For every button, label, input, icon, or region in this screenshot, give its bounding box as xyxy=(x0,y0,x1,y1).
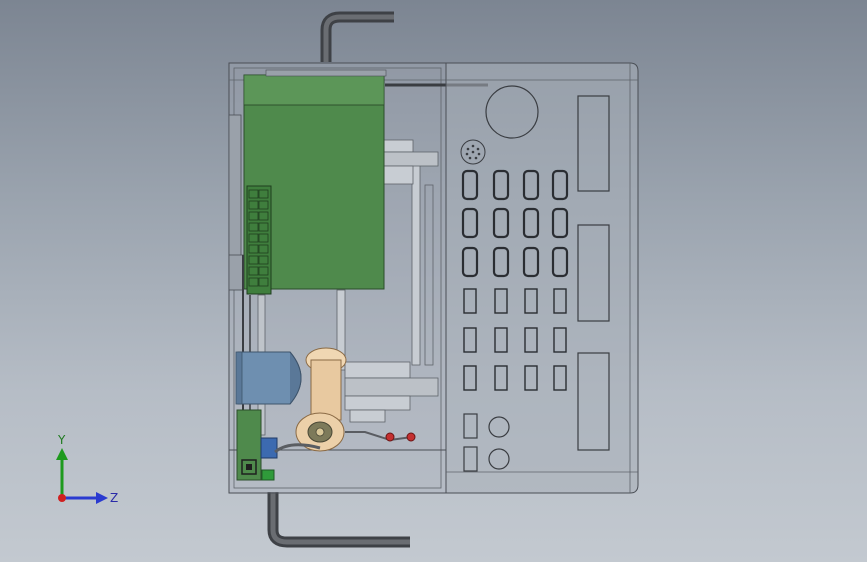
keypad-button-10[interactable] xyxy=(522,246,540,278)
keypad-button-3[interactable] xyxy=(551,169,569,201)
keypad-button-21[interactable] xyxy=(494,365,508,391)
keypad-button-2[interactable] xyxy=(522,169,540,201)
keypad-button-20[interactable] xyxy=(463,365,477,391)
control-panel[interactable] xyxy=(445,62,639,494)
keypad[interactable] xyxy=(461,169,569,391)
side-bracket xyxy=(228,114,244,291)
top-pipe[interactable] xyxy=(320,11,394,62)
keypad-button-19[interactable] xyxy=(553,327,567,353)
speaker-grill-icon xyxy=(460,139,486,165)
z-axis-label: Z xyxy=(110,491,118,505)
keypad-button-8[interactable] xyxy=(461,246,479,278)
keypad-button-13[interactable] xyxy=(494,288,508,314)
keypad-button-5[interactable] xyxy=(492,207,510,239)
coordinate-triad: Y Z xyxy=(56,433,118,505)
keypad-button-23[interactable] xyxy=(553,365,567,391)
keypad-button-15[interactable] xyxy=(553,288,567,314)
spool-roller[interactable] xyxy=(295,347,347,452)
keypad-button-22[interactable] xyxy=(524,365,538,391)
keypad-button-16[interactable] xyxy=(463,327,477,353)
keypad-button-4[interactable] xyxy=(461,207,479,239)
keypad-button-7[interactable] xyxy=(551,207,569,239)
motor[interactable] xyxy=(235,351,302,405)
keypad-button-6[interactable] xyxy=(522,207,540,239)
keypad-button-14[interactable] xyxy=(524,288,538,314)
bottom-components[interactable] xyxy=(236,409,321,481)
keypad-button-9[interactable] xyxy=(492,246,510,278)
terminal-block[interactable] xyxy=(246,185,272,295)
slide-plates xyxy=(344,139,439,423)
keypad-button-17[interactable] xyxy=(494,327,508,353)
keypad-button-1[interactable] xyxy=(492,169,510,201)
y-axis-label: Y xyxy=(57,433,66,447)
bottom-pipe[interactable] xyxy=(267,492,410,548)
keypad-button-18[interactable] xyxy=(524,327,538,353)
keypad-button-0[interactable] xyxy=(461,169,479,201)
valve-fittings[interactable] xyxy=(345,431,416,442)
x-axis-origin xyxy=(58,494,66,502)
keypad-button-11[interactable] xyxy=(551,246,569,278)
rotary-dial[interactable] xyxy=(485,85,539,139)
indicator-buttons[interactable] xyxy=(463,413,510,472)
display-panels[interactable] xyxy=(577,95,610,451)
keypad-button-12[interactable] xyxy=(463,288,477,314)
